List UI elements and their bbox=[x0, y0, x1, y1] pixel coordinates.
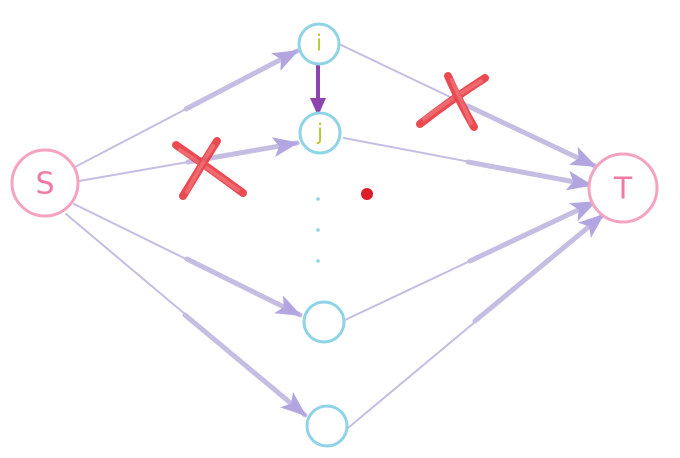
edge-i-to-t bbox=[340, 44, 598, 169]
source-node: S bbox=[10, 148, 80, 218]
middle-node-j: j bbox=[298, 111, 342, 155]
edge-j-to-t bbox=[343, 137, 594, 191]
edges-layer bbox=[65, 44, 606, 429]
middle-node-3 bbox=[302, 300, 346, 344]
middle-node-j-label: j bbox=[316, 121, 323, 146]
source-node-label: S bbox=[35, 167, 54, 202]
edge-s-to-i bbox=[74, 48, 300, 168]
sink-node-label: T bbox=[613, 172, 633, 207]
ellipsis-dot bbox=[316, 259, 320, 263]
middle-node-i-label: i bbox=[316, 32, 322, 57]
red-dot-icon bbox=[361, 188, 373, 200]
cross-mark-icon bbox=[416, 72, 489, 131]
edge-middle-4-to-t bbox=[347, 212, 606, 429]
cross-mark-icon bbox=[172, 137, 247, 200]
ellipsis-dot bbox=[316, 197, 320, 201]
edge-s-to-middle-3 bbox=[73, 203, 303, 318]
ellipsis-dot bbox=[316, 228, 320, 232]
vertical-ellipsis bbox=[316, 197, 320, 263]
edge-s-to-middle-4 bbox=[65, 213, 308, 418]
edge-middle-3-to-t bbox=[344, 199, 598, 321]
middle-node-4 bbox=[305, 404, 349, 448]
sink-node: T bbox=[587, 152, 659, 224]
middle-node-i: i bbox=[297, 22, 341, 66]
